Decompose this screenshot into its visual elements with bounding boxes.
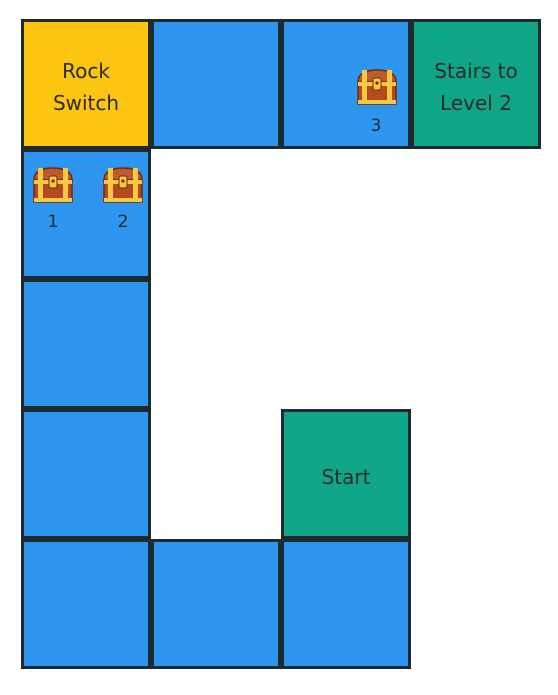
tile-path[interactable]: [281, 539, 411, 669]
tile-chest-3[interactable]: 3: [281, 19, 411, 149]
tile-start[interactable]: Start: [281, 409, 411, 539]
tile-path[interactable]: [21, 279, 151, 409]
tile-path[interactable]: [151, 19, 281, 149]
tile-label: Stairs to: [434, 59, 518, 83]
tile-stairs[interactable]: Stairs to Level 2: [411, 19, 541, 149]
tile-label: Switch: [52, 91, 120, 115]
chest-number: 1: [47, 212, 59, 232]
tile-rock-switch[interactable]: Rock Switch: [21, 19, 151, 149]
tile-label: Rock: [62, 59, 110, 83]
treasure-chest-icon[interactable]: [100, 166, 146, 204]
treasure-chest-icon[interactable]: [354, 68, 400, 106]
tile-path[interactable]: [151, 539, 281, 669]
chest-number: 3: [370, 116, 382, 136]
tile-label: Start: [321, 465, 371, 489]
tile-path[interactable]: [21, 409, 151, 539]
chest-number: 2: [117, 212, 129, 232]
tile-label: Level 2: [440, 91, 512, 115]
treasure-chest-icon[interactable]: [30, 166, 76, 204]
tile-chests-1-2[interactable]: 1 2: [21, 149, 151, 279]
tile-path[interactable]: [21, 539, 151, 669]
